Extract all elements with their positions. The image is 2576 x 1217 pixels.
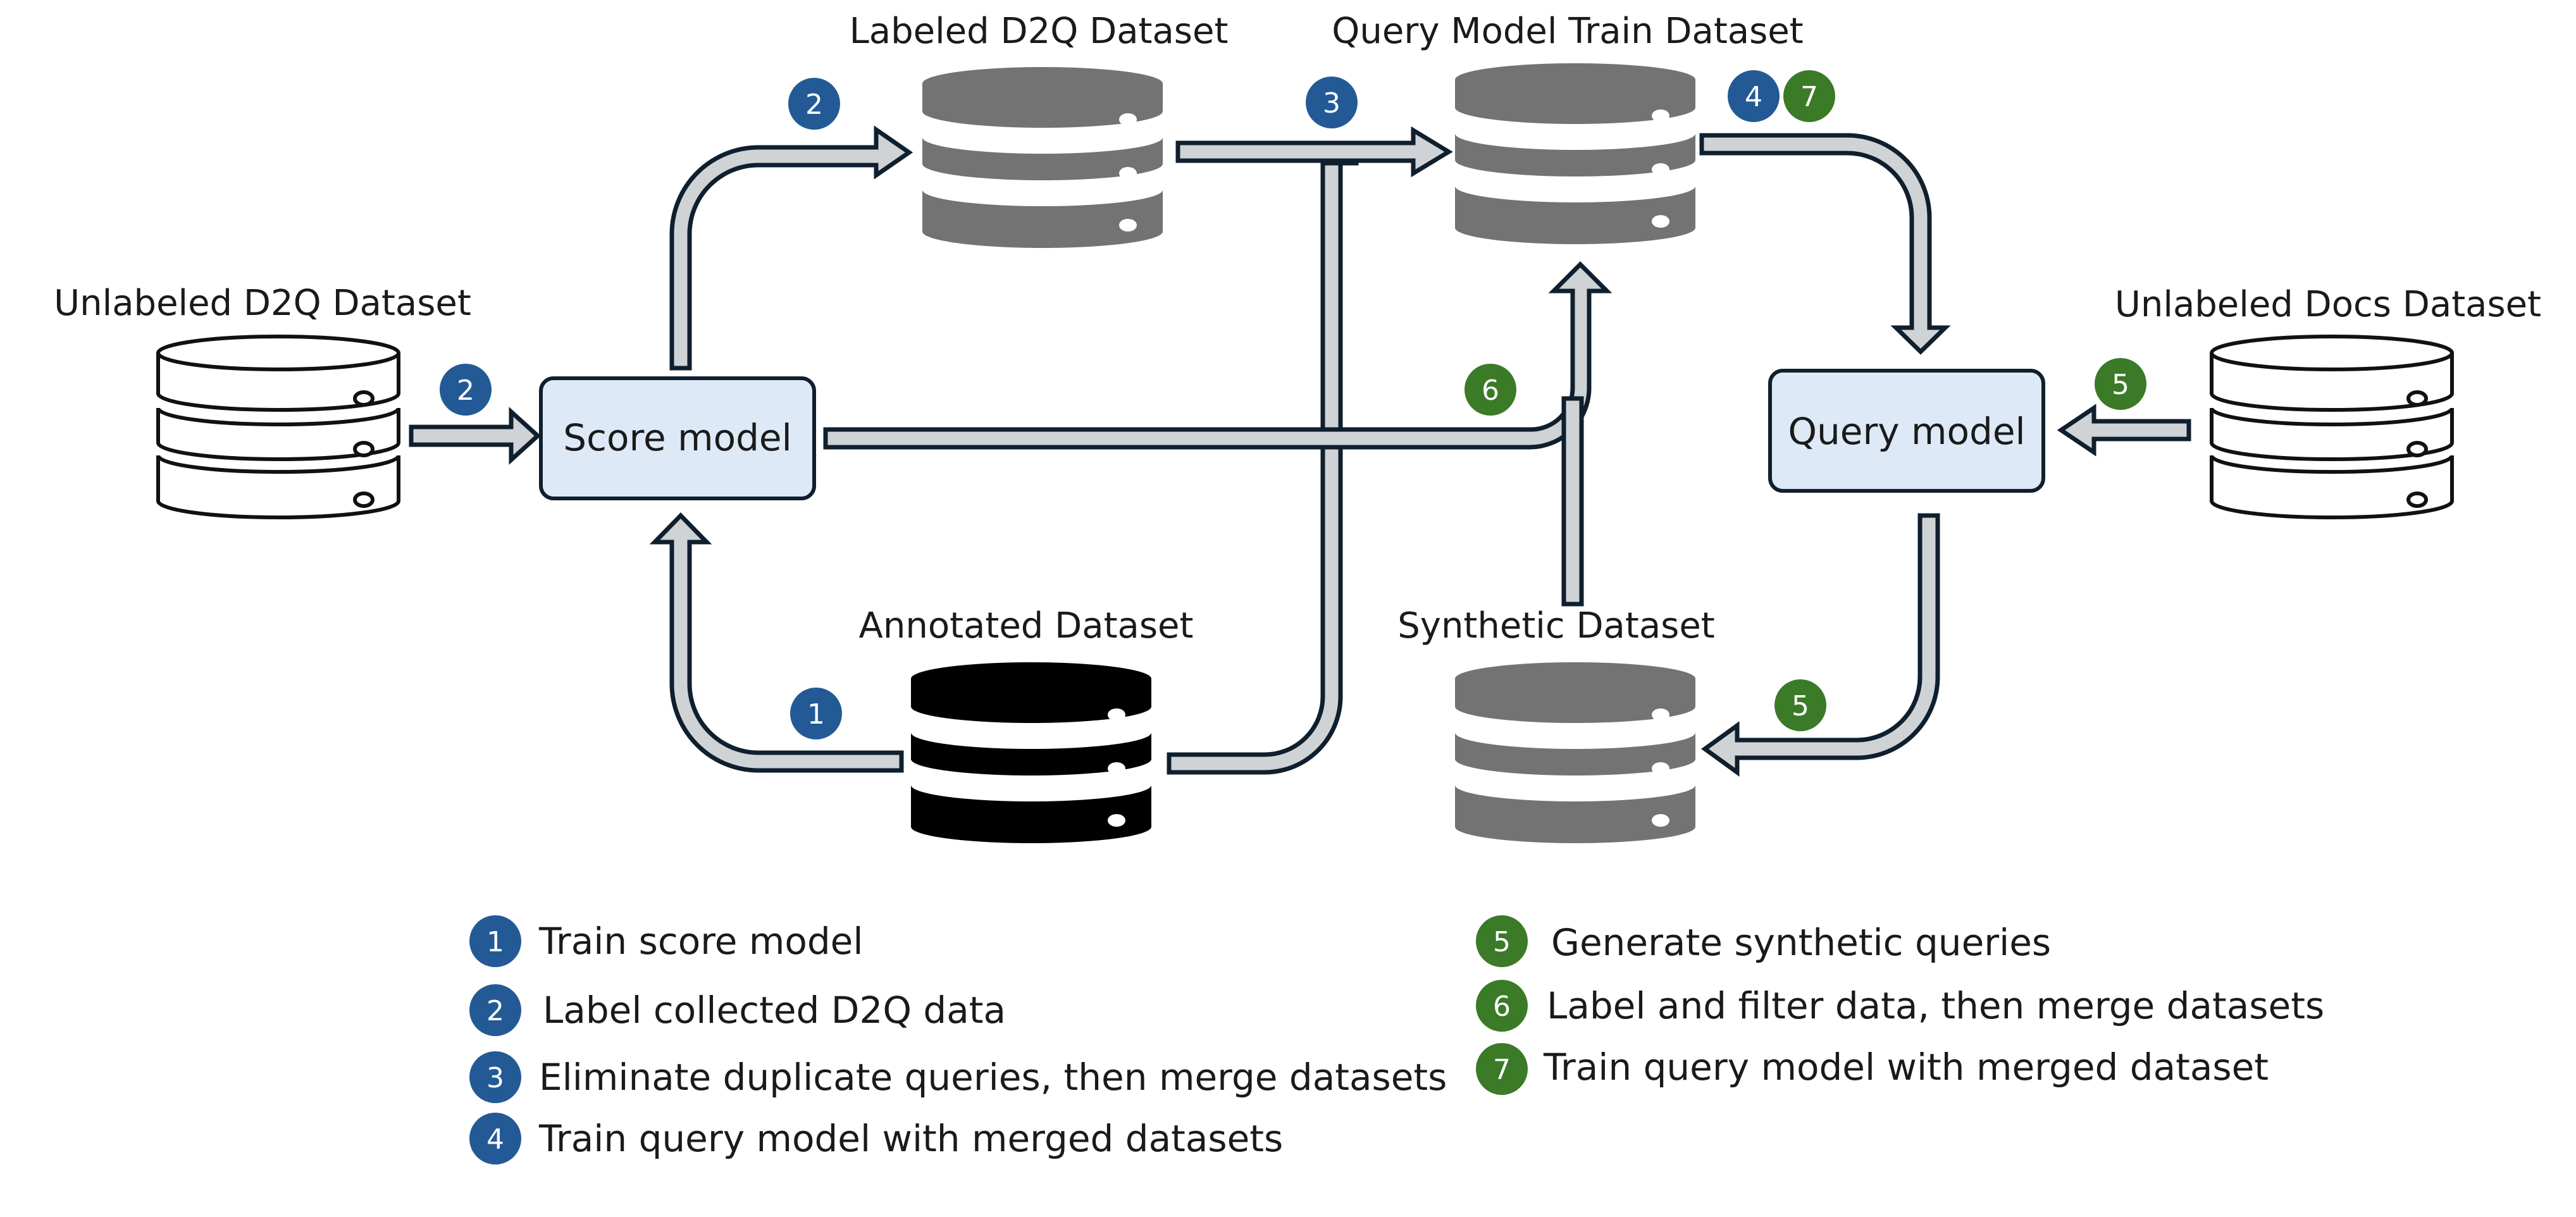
svg-text:Train query model with merged: Train query model with merged datasets: [538, 1117, 1283, 1160]
legend-item: 5 Generate synthetic queries: [1476, 915, 2051, 967]
arrow-annotated-to-train: [1167, 144, 1359, 775]
annotated-label: Annotated Dataset: [859, 605, 1194, 646]
synthetic-database: [1455, 662, 1695, 843]
step-badge-6-mid: 6: [1464, 364, 1516, 416]
legend-item: 1 Train score model: [469, 915, 863, 967]
svg-text:Train score model: Train score model: [538, 920, 863, 963]
svg-text:1: 1: [807, 698, 825, 731]
svg-text:2: 2: [805, 89, 823, 121]
step-badge-1-bottom: 1: [790, 688, 842, 739]
svg-text:6: 6: [1493, 991, 1511, 1023]
unlabeled-d2q-label: Unlabeled D2Q Dataset: [54, 283, 471, 324]
synthetic-label: Synthetic Dataset: [1397, 605, 1714, 646]
query-model-box: [1768, 369, 2045, 493]
step-badge-4-top: 4: [1728, 70, 1780, 122]
svg-text:3: 3: [1323, 87, 1341, 120]
query-model-label: Query model: [1788, 410, 2025, 453]
unlabeled-docs-label: Unlabeled Docs Dataset: [2115, 284, 2541, 325]
arrow-labeled-to-train: [1175, 126, 1453, 178]
labeled-d2q-database: [922, 67, 1163, 248]
legend-item: 6 Label and filter data, then merge data…: [1476, 980, 2324, 1032]
arrow-annotated-to-score: [649, 512, 904, 773]
legend-item: 3 Eliminate duplicate queries, then merg…: [469, 1051, 1447, 1103]
svg-text:5: 5: [1792, 690, 1809, 722]
query-model-train-label: Query Model Train Dataset: [1332, 11, 1803, 52]
step-badge-5-bottom: 5: [1774, 679, 1826, 731]
legend-item: 2 Label collected D2Q data: [469, 984, 1006, 1036]
svg-text:3: 3: [486, 1062, 504, 1094]
svg-text:5: 5: [1493, 926, 1511, 958]
svg-text:Generate synthetic queries: Generate synthetic queries: [1551, 921, 2051, 964]
svg-text:Eliminate duplicate queries, t: Eliminate duplicate queries, then merge …: [539, 1056, 1447, 1099]
query-model-train-database: [1455, 63, 1695, 244]
legend-green: 5 Generate synthetic queries 6 Label and…: [1476, 915, 2324, 1095]
score-model-label: Score model: [563, 416, 791, 459]
step-badge-2-left: 2: [440, 364, 492, 416]
svg-text:7: 7: [1800, 81, 1818, 113]
svg-text:2: 2: [457, 374, 474, 407]
svg-text:7: 7: [1493, 1054, 1511, 1086]
arrow-unlabeled-to-score: [409, 407, 542, 465]
svg-text:Label collected D2Q data: Label collected D2Q data: [543, 989, 1006, 1032]
svg-text:6: 6: [1482, 374, 1499, 407]
step-badge-2-top: 2: [788, 78, 840, 130]
svg-text:Label and filter data, then me: Label and filter data, then merge datase…: [1547, 984, 2324, 1027]
arrow-query-to-synthetic: [1701, 513, 1940, 777]
svg-text:2: 2: [486, 995, 504, 1027]
legend-item: 4 Train query model with merged datasets: [469, 1113, 1283, 1164]
svg-text:4: 4: [486, 1123, 504, 1156]
legend-blue: 1 Train score model 2 Label collected D2…: [469, 915, 1447, 1164]
svg-text:Train query model with merged: Train query model with merged dataset: [1543, 1046, 2269, 1089]
arrow-score-to-labeled: [669, 125, 913, 371]
arrow-score-to-train: [823, 261, 1613, 450]
legend-item: 7 Train query model with merged dataset: [1476, 1043, 2269, 1095]
svg-text:4: 4: [1745, 81, 1762, 113]
svg-text:5: 5: [2112, 369, 2129, 401]
labeled-d2q-label: Labeled D2Q Dataset: [850, 11, 1229, 52]
step-badge-5-right: 5: [2095, 358, 2146, 410]
step-badge-3-top: 3: [1306, 77, 1358, 128]
arrow-train-to-query: [1699, 133, 1951, 355]
step-badge-7-top: 7: [1783, 70, 1835, 122]
annotated-database: [911, 662, 1151, 843]
score-model-box: [539, 376, 816, 500]
arrow-docs-to-query: [2057, 404, 2191, 457]
unlabeled-docs-database: [2212, 337, 2452, 517]
unlabeled-d2q-database: [158, 337, 399, 517]
svg-text:1: 1: [486, 926, 504, 958]
arrow-synthetic-to-train: [1561, 396, 1584, 607]
